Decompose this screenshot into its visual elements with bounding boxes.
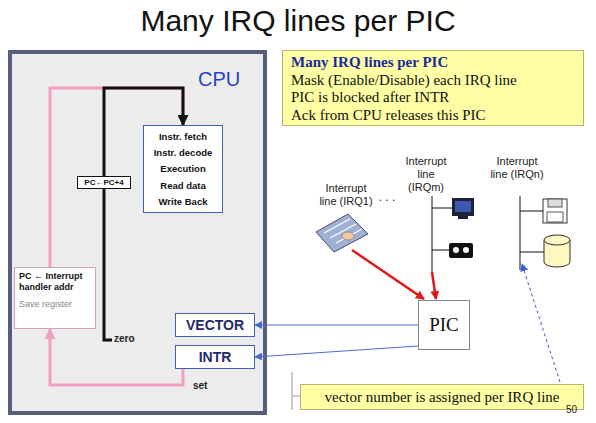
node-text: CPU [198,68,240,91]
disk-top [544,235,570,245]
monitor-screen [455,201,471,212]
irq-line-label: Interrupt line (IRQn) [489,155,545,181]
slide-title: Many IRQ lines per PIC [0,4,596,38]
irq-wire [520,196,544,270]
pic-box: PIC [418,300,470,350]
connector [255,325,418,326]
cpu-box: CPU Instr. fetchInstr. decodeExecutionRea… [8,50,267,415]
tape-reel [463,247,469,253]
ellipsis: . . . [372,190,402,204]
node-text: vector number is assigned per IRQ line [325,389,560,406]
floppy-label [547,212,563,222]
keyboard-symbol [316,214,368,252]
node-text: Instr. decode [154,147,213,158]
signal-label: zero [114,333,154,345]
node-text: INTR [199,349,232,365]
node-text: Mask (Enable/Disable) each IRQ line [291,72,575,90]
tape-reel [453,247,459,253]
leader-line [292,372,300,410]
node-text: Instr. fetch [159,131,207,142]
disk-symbol [544,240,570,267]
node-text: Ack from CPU releases this PIC [291,107,575,125]
node-text: Read data [160,180,205,191]
page-number: 50 [566,404,594,416]
irq-arrow [352,250,424,299]
irq-line-label: Interrupt line (IRQ1) [318,182,374,208]
tape-symbol [449,243,473,258]
connector [255,346,418,357]
node-text: VECTOR [186,317,244,333]
node-text: Execution [160,163,205,174]
node-text: Save register [15,293,95,310]
node-text: PIC [429,314,459,336]
keyboard-keys [324,219,362,243]
monitor-stand [458,216,468,219]
callout-box: vector number is assigned per IRQ line [300,384,584,410]
pc-increment-box: PC←PC+4 [77,176,131,189]
node-text: PC←PC+4 [84,178,123,187]
monitor-symbol [452,198,474,216]
register-box: VECTOR [175,313,255,337]
node-text: Write Back [159,196,208,207]
dashed-arrow [522,264,560,382]
register-box: INTR [175,345,255,369]
pipeline-box: Instr. fetchInstr. decodeExecutionRead d… [143,125,223,213]
floppy-symbol [543,199,567,223]
note-box: Many IRQ lines per PICMask (Enable/Disab… [282,50,584,126]
irq-wire [432,196,452,272]
handler-box: PC ← Interrupt handler addrSave register [14,267,96,329]
hand-symbol [342,232,354,240]
signal-label: set [193,380,223,392]
node-text: PIC is blocked after INTR [291,89,575,107]
irq-arrow [432,272,436,299]
irq-line-label: Interrupt line (IRQm) [398,155,454,194]
node-text: PC ← Interrupt handler addr [15,268,95,293]
node-text: Many IRQ lines per PIC [291,54,575,72]
floppy-shutter [548,199,562,207]
